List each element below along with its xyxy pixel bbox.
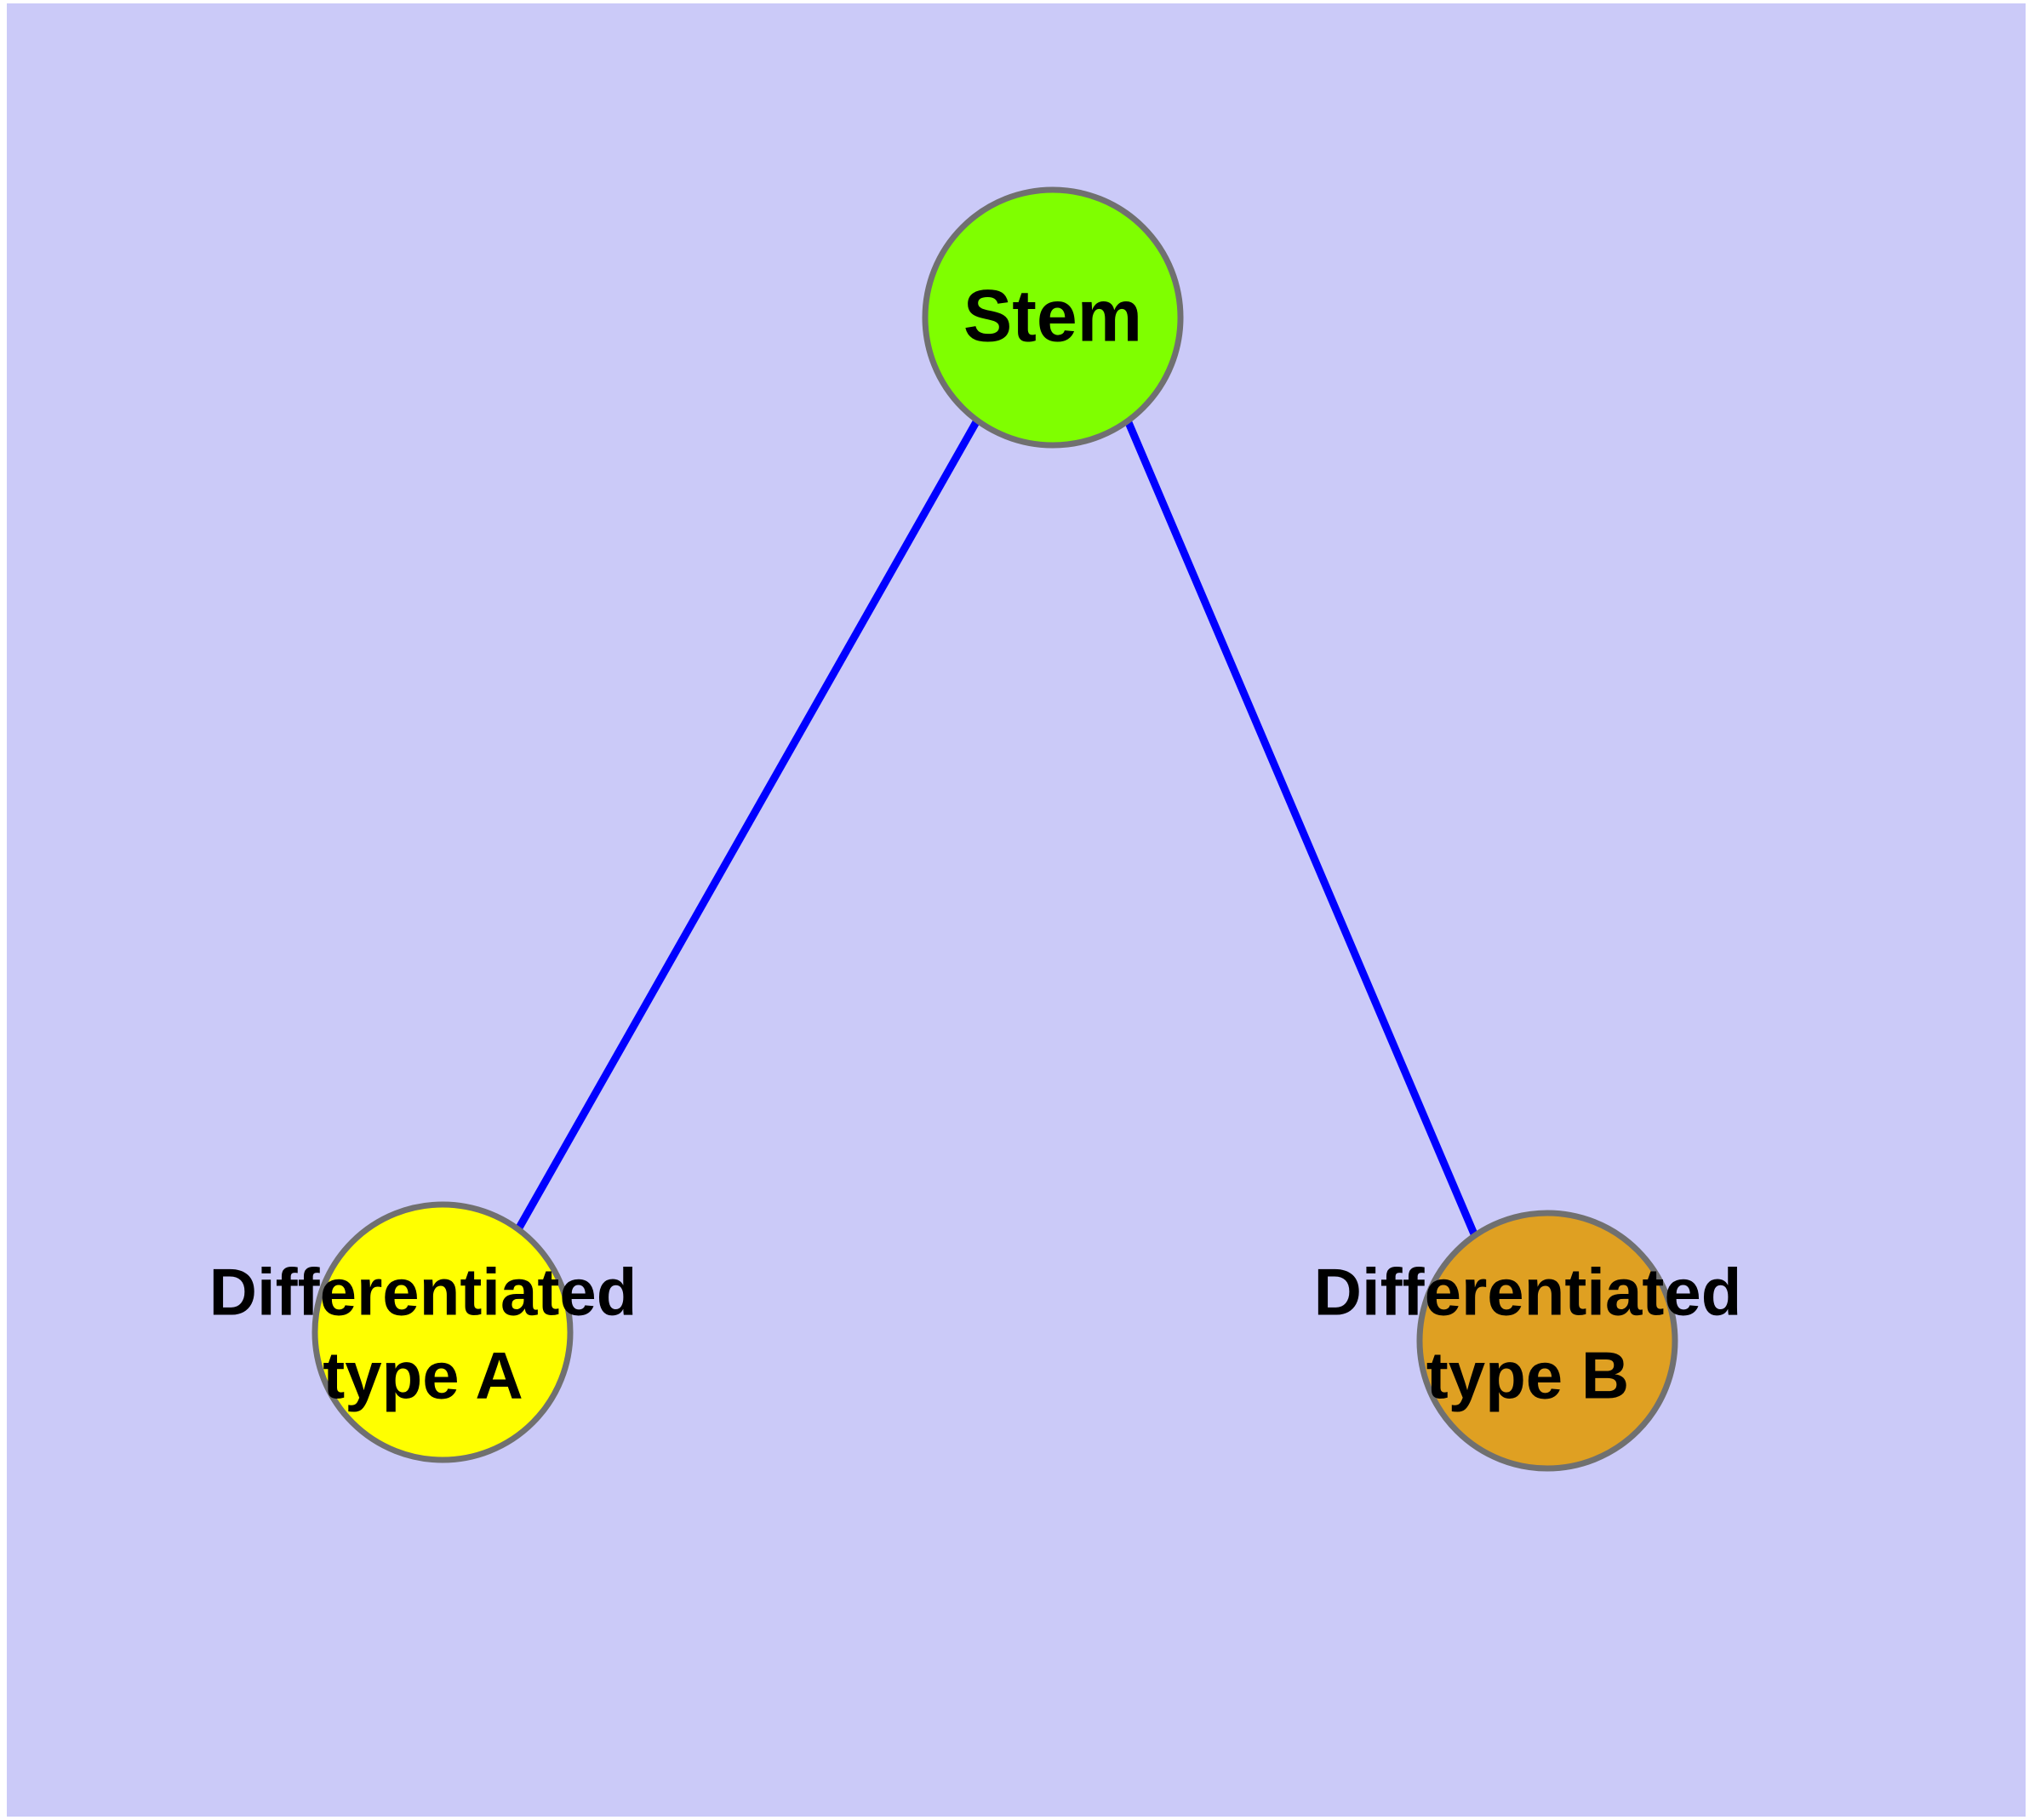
node-diff-a-label-line1: Differentiated (209, 1255, 637, 1330)
node-diff-b-circle[interactable] (1416, 1210, 1678, 1472)
node-diff-b-label-group: Differentiated type B (1314, 1255, 1742, 1413)
edge-stem-to-diff-a[interactable] (515, 418, 980, 1232)
node-diff-b-label-line2: type B (1426, 1338, 1629, 1413)
node-stem-label: Stem (963, 276, 1142, 358)
node-diff-b[interactable] (1416, 1210, 1678, 1472)
node-diff-a[interactable] (311, 1201, 574, 1463)
node-diff-a-label-line2: type A (323, 1338, 523, 1413)
edge-group (515, 418, 1479, 1238)
node-stem-circle[interactable] (922, 186, 1184, 449)
node-diff-b-label-line1: Differentiated (1314, 1255, 1742, 1330)
node-stem[interactable]: Stem (922, 186, 1184, 449)
node-diff-a-circle[interactable] (311, 1201, 574, 1463)
node-diff-a-label-group: Differentiated type A (209, 1255, 637, 1413)
edge-stem-to-diff-b[interactable] (1123, 419, 1479, 1238)
